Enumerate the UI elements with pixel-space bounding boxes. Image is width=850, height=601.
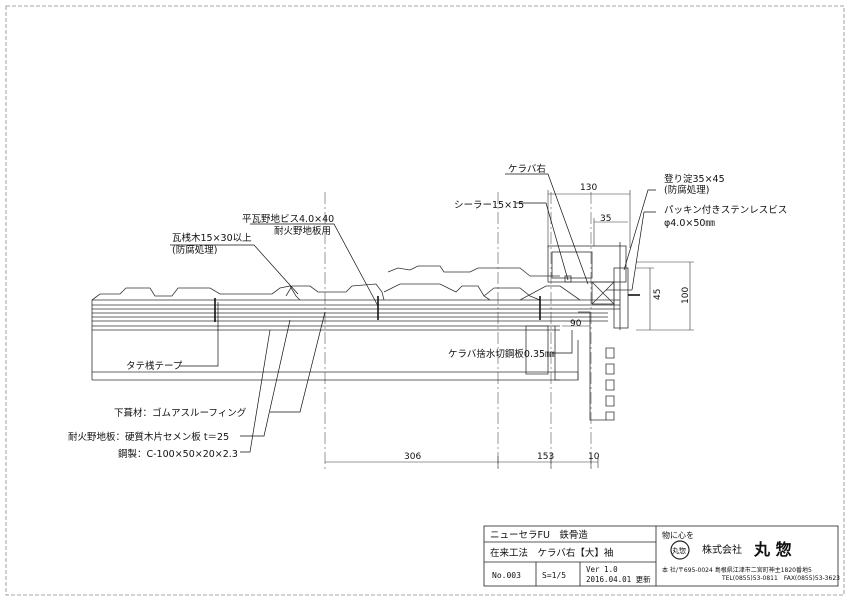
label-hira-vis: 平瓦野地ビス4.0×40 bbox=[242, 213, 334, 225]
tb-seal: 丸惣 bbox=[672, 546, 686, 555]
tb-product: ニューセラFU 鉄骨造 bbox=[490, 529, 588, 541]
company-seal-icon bbox=[670, 540, 690, 560]
label-nobori: 登り淀35×45 bbox=[664, 173, 725, 185]
dim-130: 130 bbox=[580, 183, 597, 193]
dim-10: 10 bbox=[588, 452, 600, 462]
title-block bbox=[483, 525, 839, 587]
tb-motto: 物に心を bbox=[662, 530, 694, 540]
label-hira-vis-sub: 耐火野地板用 bbox=[274, 225, 331, 237]
dim-153: 153 bbox=[537, 452, 554, 462]
center-lines bbox=[324, 192, 592, 470]
label-kousei: 鋼製：C-100×50×20×2.3 bbox=[118, 448, 238, 460]
label-packing: パッキン付きステンレスビス bbox=[664, 205, 787, 216]
screws bbox=[214, 294, 640, 322]
label-nojiita: 耐火野地板：硬質木片セメン板 t＝25 bbox=[68, 431, 229, 443]
tb-date: 2016.04.01 更新 bbox=[586, 574, 651, 584]
dimension-lines bbox=[325, 190, 694, 468]
tb-method: 在来工法 ケラバ右【大】袖 bbox=[490, 547, 613, 559]
dim-90: 90 bbox=[570, 319, 582, 329]
sheet-border bbox=[5, 5, 845, 596]
label-kawara-sub: (防腐処理) bbox=[172, 244, 217, 256]
dim-306: 306 bbox=[404, 452, 421, 462]
label-kawara: 瓦桟木15×30以上 bbox=[172, 232, 252, 244]
label-packing-sub: φ4.0×50㎜ bbox=[664, 218, 715, 229]
tb-company-pre: 株式会社 bbox=[702, 543, 742, 556]
roof-deck bbox=[91, 299, 620, 381]
label-nobori-sub: (防腐処理) bbox=[664, 184, 709, 196]
label-tatesan: タテ桟テープ bbox=[126, 360, 183, 372]
dim-100: 100 bbox=[681, 287, 691, 304]
dim-45: 45 bbox=[653, 289, 663, 300]
barge-assembly bbox=[525, 242, 632, 421]
label-kerabamigi: ケラバ右 bbox=[508, 163, 546, 175]
tb-company-name: 丸 惣 bbox=[753, 540, 792, 559]
label-sealer: シーラー15×15 bbox=[454, 200, 524, 211]
tb-address: 本 社/〒695-0024 島根県江津市二宮町神主1820番地5 bbox=[662, 566, 812, 574]
tb-tel: TEL(0855)53-0811 FAX(0855)53-3623 bbox=[721, 575, 840, 582]
label-shitabuki: 下葺材：ゴムアスルーフィング bbox=[114, 407, 247, 419]
leader-lines bbox=[170, 173, 656, 453]
tb-scale: S=1/5 bbox=[542, 571, 566, 580]
dim-35: 35 bbox=[600, 214, 611, 224]
tb-no: No.003 bbox=[492, 571, 521, 580]
roof-tiles bbox=[91, 265, 581, 301]
tb-ver: Ver 1.0 bbox=[586, 565, 618, 574]
label-kerabasui: ケラバ捨水切鋼板0.35㎜ bbox=[448, 348, 555, 360]
